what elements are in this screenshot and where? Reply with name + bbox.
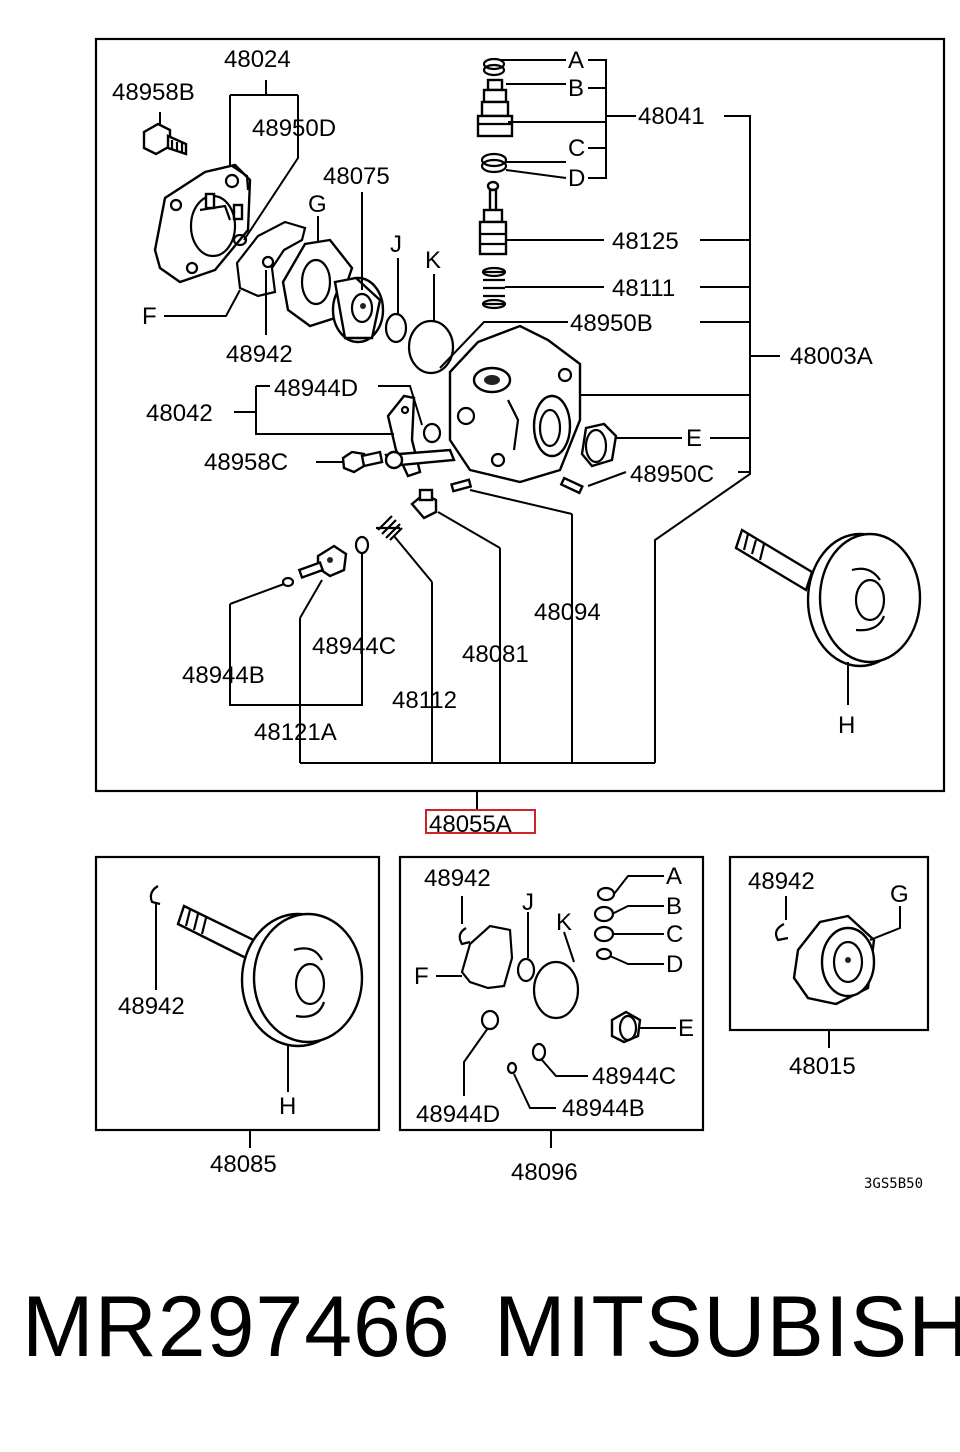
label-b: B — [568, 75, 584, 102]
label-f: F — [142, 303, 157, 330]
rear-housing-48024-drawing — [153, 163, 252, 284]
main-labels: 48024 48958B 48950D 48075 G J K F 48942 … — [112, 46, 873, 746]
label-48111: 48111 — [612, 275, 675, 302]
label-48944d: 48944D — [274, 375, 358, 402]
label-48950c: 48950C — [630, 461, 714, 488]
kit-48096-label-48944c: 48944C — [592, 1063, 676, 1090]
label-48094: 48094 — [534, 599, 601, 626]
o-ring-k-drawing — [407, 319, 455, 375]
connector-48081-drawing — [410, 488, 438, 520]
pump-body-48003a-drawing — [448, 324, 582, 484]
kit-48096: 48942 J K F A B C D E 48944C 48944D 4894… — [398, 855, 705, 1186]
kit-48015-label-g: G — [890, 881, 909, 908]
label-h: H — [838, 712, 855, 739]
label-k: K — [425, 247, 441, 274]
kit-48096-label-d: D — [666, 951, 683, 978]
kit-48085-label-h: H — [279, 1093, 296, 1120]
label-g: G — [308, 191, 327, 218]
bolt-48958c-drawing — [341, 450, 384, 474]
label-48942: 48942 — [226, 341, 293, 368]
label-a: A — [568, 47, 584, 74]
fitting-48121a-drawing — [297, 544, 348, 580]
kit-label-48096[interactable]: 48096 — [511, 1159, 578, 1186]
kit-48096-label-b: B — [666, 893, 682, 920]
label-48958c: 48958C — [204, 449, 288, 476]
bushing-e-drawing — [580, 422, 618, 468]
label-c: C — [568, 135, 585, 162]
bracket-48042-drawing — [384, 394, 456, 478]
snap-ring-48942-drawing — [261, 255, 275, 269]
label-48024: 48024 — [224, 46, 291, 73]
kit-48096-label-48944b: 48944B — [562, 1095, 645, 1122]
o-ring-48944c-drawing — [354, 535, 370, 555]
footer: MR297466 MITSUBISHI — [0, 1278, 960, 1398]
spring-48112-drawing — [376, 515, 403, 541]
kit-label-48085[interactable]: 48085 — [210, 1151, 277, 1178]
label-48003a: 48003A — [790, 343, 873, 370]
gasket-f-drawing — [235, 220, 307, 298]
brand-name: MITSUBISHI — [494, 1279, 960, 1375]
rotor-48075-drawing — [281, 238, 385, 344]
label-48041: 48041 — [638, 103, 705, 130]
kit-48096-label-j: J — [522, 889, 534, 916]
o-ring-j-drawing — [384, 312, 408, 344]
kit-48015: 48942 G 48015 — [728, 855, 930, 1080]
label-j: J — [390, 231, 402, 258]
part-number: MR297466 — [22, 1279, 451, 1375]
label-48125: 48125 — [612, 228, 679, 255]
kit-48096-label-48944d: 48944D — [416, 1101, 500, 1128]
kit-48096-label-48942: 48942 — [424, 865, 491, 892]
o-ring-48944b-drawing — [281, 576, 295, 588]
label-48944c: 48944C — [312, 633, 396, 660]
kit-48096-label-k: K — [556, 909, 572, 936]
kit-48096-label-f: F — [414, 963, 429, 990]
label-48042: 48042 — [146, 400, 213, 427]
label-d: D — [568, 165, 585, 192]
kit-48096-label-a: A — [666, 863, 682, 890]
kit-48096-label-c: C — [666, 921, 683, 948]
label-48075: 48075 — [323, 163, 390, 190]
highlight-box — [425, 809, 536, 834]
figure-code: 3GS5B50 — [864, 1176, 923, 1192]
main-assembly-drawings — [142, 57, 922, 668]
shaft-pulley-h-drawing — [734, 528, 922, 668]
kit-48085: 48942 H 48085 — [94, 855, 381, 1178]
label-e: E — [686, 425, 702, 452]
bolt-48958b-drawing — [142, 122, 188, 156]
main-leader-lines — [159, 59, 849, 764]
kit-48096-label-e: E — [678, 1015, 694, 1042]
label-48958b: 48958B — [112, 79, 195, 106]
kit-label-48015[interactable]: 48015 — [789, 1053, 856, 1080]
label-48950b: 48950B — [570, 310, 653, 337]
pin-48950c-drawing — [559, 476, 584, 495]
kit-48015-label-48942: 48942 — [748, 868, 815, 895]
label-48081: 48081 — [462, 641, 529, 668]
label-48112: 48112 — [392, 687, 457, 714]
assembly-label-48055A[interactable]: 48055A — [429, 811, 512, 838]
kit-48085-label-48942: 48942 — [118, 993, 185, 1020]
flow-control-valve-48041-drawing — [476, 57, 514, 310]
pin-48094-drawing — [450, 478, 473, 493]
label-48121a: 48121A — [254, 719, 337, 746]
main-assembly-frame: 48055A — [94, 37, 946, 838]
label-48944b: 48944B — [182, 662, 265, 689]
label-48950d: 48950D — [252, 115, 336, 142]
